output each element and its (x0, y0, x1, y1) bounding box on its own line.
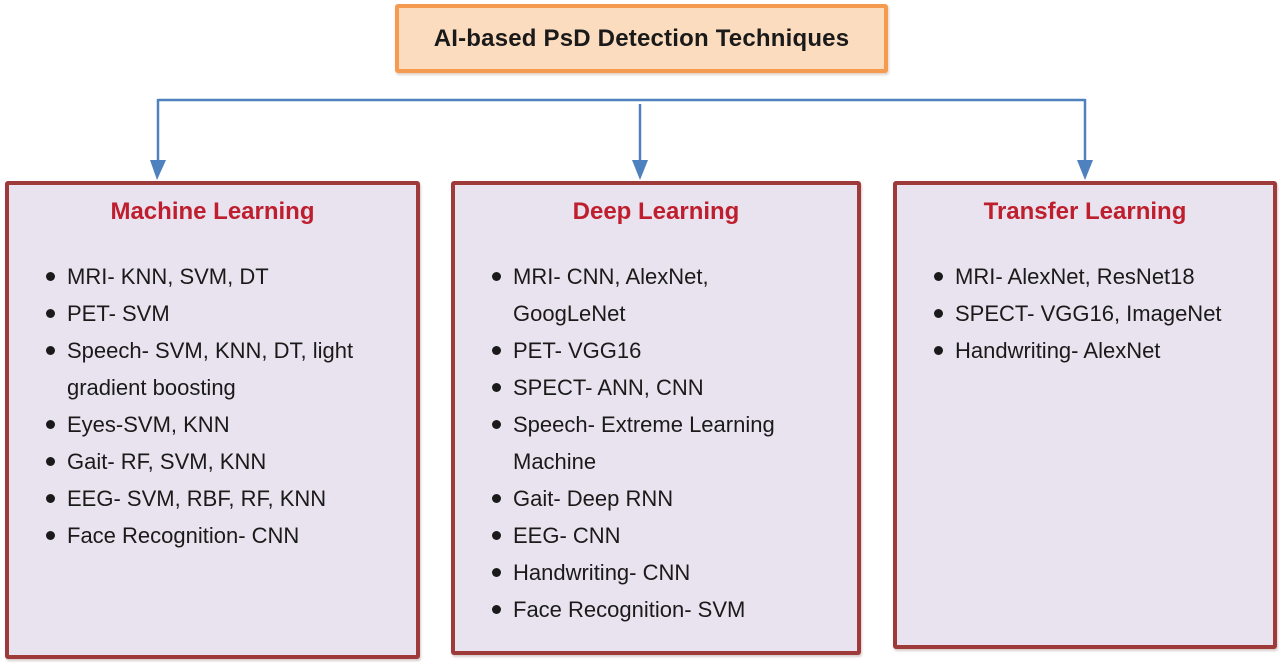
list-item: Gait- RF, SVM, KNN (44, 443, 408, 480)
list-item: MRI- CNN, AlexNet, GoogLeNet (490, 258, 849, 332)
list-item: SPECT- VGG16, ImageNet (932, 295, 1265, 332)
deep-learning-list: MRI- CNN, AlexNet, GoogLeNet PET- VGG16 … (455, 258, 857, 628)
list-item: Eyes-SVM, KNN (44, 406, 408, 443)
list-item: EEG- CNN (490, 517, 849, 554)
list-item: Handwriting- AlexNet (932, 332, 1265, 369)
list-item: Speech- Extreme Learning Machine (490, 406, 849, 480)
diagram-title: AI-based PsD Detection Techniques (433, 24, 850, 52)
list-item: Handwriting- CNN (490, 554, 849, 591)
arrow-down-icon (632, 160, 648, 180)
machine-learning-box: Machine Learning MRI- KNN, SVM, DT PET- … (5, 181, 420, 659)
list-item: Face Recognition- CNN (44, 517, 408, 554)
title-box: AI-based PsD Detection Techniques (395, 4, 888, 73)
list-item: PET- VGG16 (490, 332, 849, 369)
transfer-learning-box: Transfer Learning MRI- AlexNet, ResNet18… (893, 181, 1277, 649)
deep-learning-box: Deep Learning MRI- CNN, AlexNet, GoogLeN… (451, 181, 861, 655)
arrow-down-icon (1077, 160, 1093, 180)
list-item: MRI- KNN, SVM, DT (44, 258, 408, 295)
list-item: MRI- AlexNet, ResNet18 (932, 258, 1265, 295)
arrow-down-icon (150, 160, 166, 180)
list-item: EEG- SVM, RBF, RF, KNN (44, 480, 408, 517)
deep-learning-heading: Deep Learning (572, 198, 740, 225)
list-item: Face Recognition- SVM (490, 591, 849, 628)
transfer-learning-list: MRI- AlexNet, ResNet18 SPECT- VGG16, Ima… (897, 258, 1273, 369)
transfer-learning-heading: Transfer Learning (983, 198, 1187, 225)
list-item: SPECT- ANN, CNN (490, 369, 849, 406)
list-item: PET- SVM (44, 295, 408, 332)
list-item: Speech- SVM, KNN, DT, light gradient boo… (44, 332, 408, 406)
machine-learning-list: MRI- KNN, SVM, DT PET- SVM Speech- SVM, … (9, 258, 416, 554)
machine-learning-heading: Machine Learning (110, 198, 315, 225)
list-item: Gait- Deep RNN (490, 480, 849, 517)
